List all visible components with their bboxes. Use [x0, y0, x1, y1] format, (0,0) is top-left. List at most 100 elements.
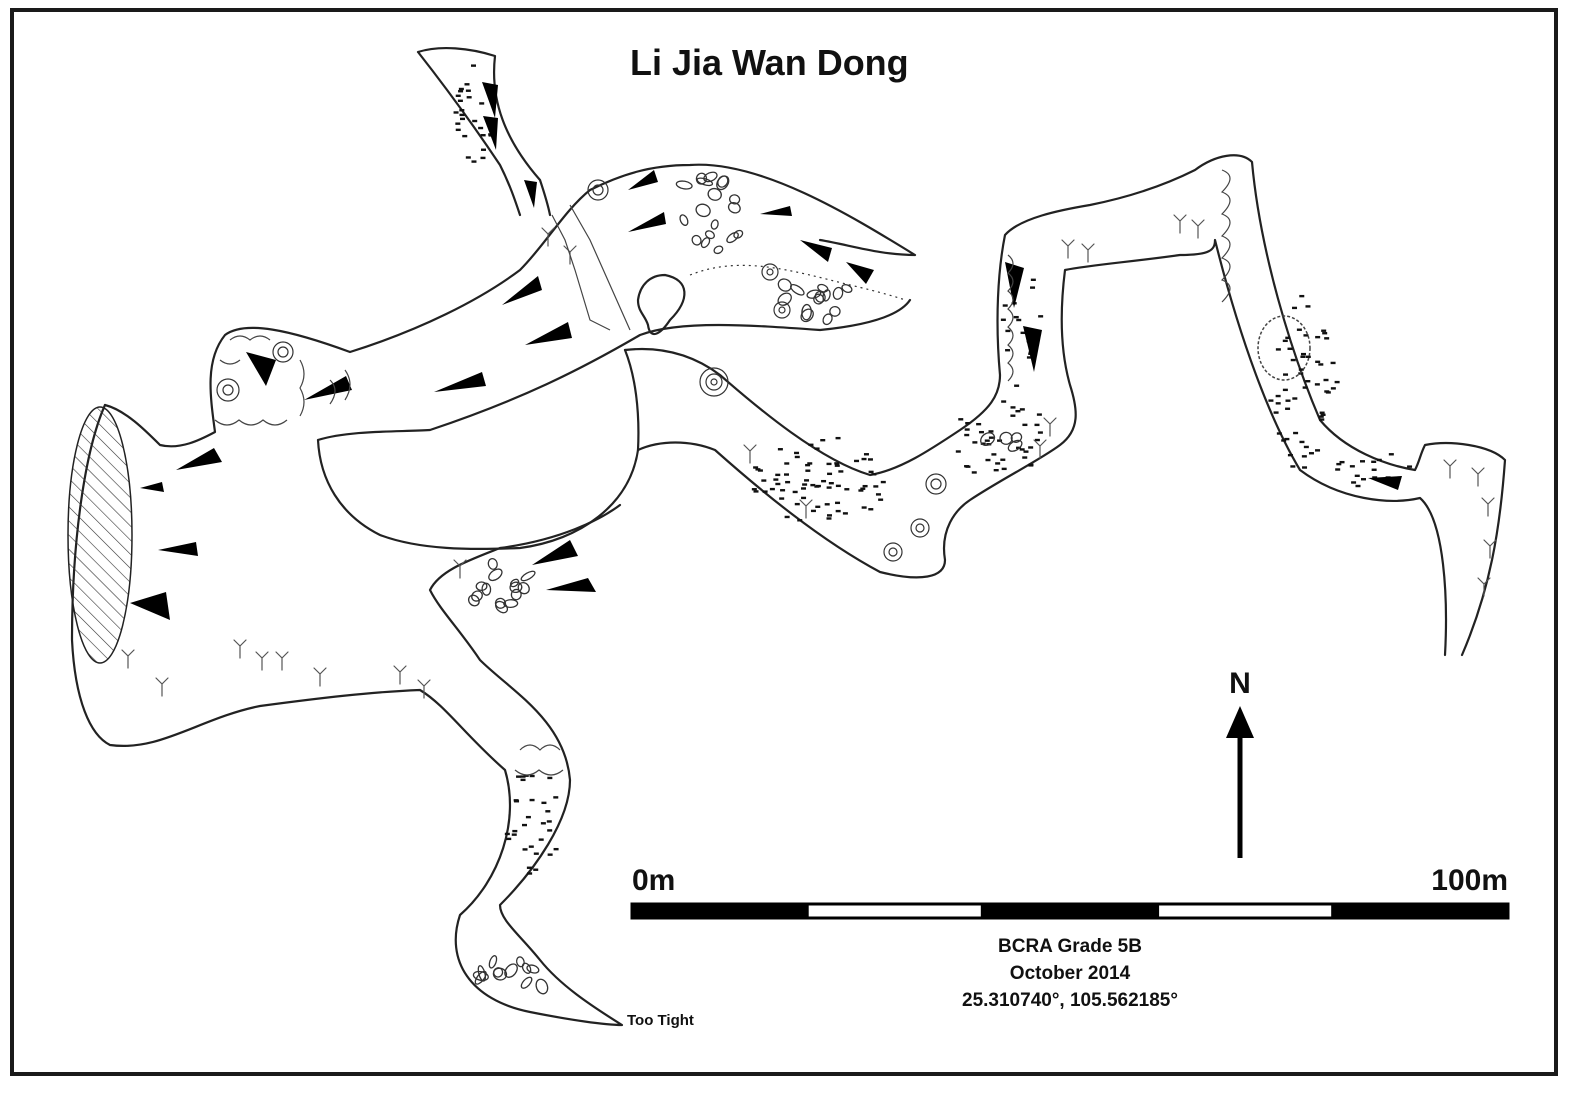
boulder — [717, 175, 729, 188]
map-frame — [10, 8, 1558, 1076]
formation-mark — [275, 651, 289, 671]
ledge-line — [689, 264, 906, 301]
boulder — [494, 600, 509, 614]
boulder — [822, 289, 831, 302]
main-chamber-wall — [70, 403, 624, 1027]
slope-triangle — [502, 276, 542, 305]
slope-triangle — [483, 116, 498, 150]
boulder — [733, 229, 744, 239]
slope-triangle — [846, 262, 874, 284]
formation-mark — [541, 227, 555, 247]
slope-triangle — [760, 206, 792, 216]
slope-triangle — [1005, 262, 1024, 308]
boulder — [726, 231, 739, 244]
boulder — [980, 432, 996, 447]
boulder — [475, 581, 488, 592]
boulder — [510, 588, 522, 601]
boulder — [492, 967, 508, 981]
survey-grade: BCRA Grade 5B — [998, 936, 1142, 957]
too-tight-label: Too Tight — [627, 1012, 694, 1029]
slope-triangle — [524, 180, 537, 208]
slope-triangle — [1023, 326, 1042, 372]
boulder — [841, 284, 853, 293]
boulder — [814, 290, 826, 303]
formation-mark — [1061, 239, 1075, 259]
boulder-symbols — [467, 171, 1023, 995]
cave-passages — [70, 47, 1507, 1027]
scale-segment — [1331, 902, 1510, 920]
formation-mark — [743, 444, 757, 464]
slope-triangle — [130, 592, 170, 620]
boulder — [703, 171, 718, 183]
pool-feature — [1257, 315, 1311, 381]
slope-symbols — [130, 82, 1402, 620]
boulder — [503, 599, 519, 609]
boulder — [471, 590, 483, 602]
formation-mark — [313, 667, 327, 687]
boulder — [806, 289, 822, 299]
north-arrow: N — [1226, 667, 1254, 858]
formation-mark — [417, 679, 431, 699]
formation-symbols — [121, 214, 1497, 699]
boulder — [832, 286, 844, 300]
main-chamber-upper-wall — [103, 163, 917, 448]
formation-mark — [1173, 214, 1187, 234]
scallop-lines — [214, 169, 1231, 776]
formation-mark — [1043, 417, 1057, 437]
slope-triangle — [158, 542, 198, 556]
east-passage-wall — [623, 154, 1507, 657]
slope-triangle — [140, 482, 164, 492]
slope-triangle — [525, 322, 572, 345]
boulder — [520, 570, 536, 582]
boulder — [999, 431, 1013, 445]
boulder — [509, 581, 523, 594]
map-title: Li Jia Wan Dong — [630, 42, 909, 83]
formation-mark — [563, 245, 577, 265]
boulder — [829, 305, 841, 317]
boulder — [1007, 439, 1023, 452]
formation-mark — [799, 499, 813, 519]
north-branch-wall — [416, 47, 552, 217]
formation-mark — [1471, 467, 1485, 487]
scale-start-label: 0m — [632, 864, 675, 897]
formation-mark — [1191, 219, 1205, 239]
boulder — [515, 956, 525, 968]
boulder — [777, 278, 792, 292]
slope-triangle — [532, 540, 578, 565]
boulder — [695, 203, 711, 218]
slope-triangle — [304, 376, 352, 400]
boulder — [691, 234, 702, 246]
boulder — [710, 219, 719, 230]
slope-triangle — [434, 372, 486, 392]
boulder — [800, 308, 814, 323]
boulder — [696, 177, 714, 187]
scale-segment — [980, 902, 1160, 920]
slope-triangle — [482, 82, 498, 118]
scale-segment — [805, 902, 984, 920]
slope-triangle — [176, 448, 222, 470]
scale-segment — [1156, 902, 1335, 920]
survey-date: October 2014 — [1010, 963, 1131, 984]
formation-mark — [255, 651, 269, 671]
boulder — [707, 187, 722, 201]
slope-triangle — [628, 212, 666, 232]
boulder — [467, 594, 480, 607]
boulder — [777, 292, 792, 306]
slope-triangle — [800, 240, 832, 262]
formation-mark — [1443, 459, 1457, 479]
aven-symbols — [216, 179, 947, 562]
scale-end-label: 100m — [1431, 864, 1508, 897]
boulder — [700, 237, 711, 249]
boulder — [535, 978, 549, 995]
slope-triangle — [1368, 476, 1402, 490]
boulder — [713, 245, 724, 255]
central-loop-wall — [316, 298, 912, 551]
formation-mark — [1481, 497, 1495, 517]
boulder — [472, 970, 489, 982]
slope-triangle — [246, 352, 276, 386]
scale-bar: 0m 100m — [630, 864, 1510, 920]
boulder — [520, 976, 533, 989]
scale-segment — [630, 902, 809, 920]
formation-mark — [1483, 539, 1497, 559]
slope-triangle — [546, 578, 596, 592]
